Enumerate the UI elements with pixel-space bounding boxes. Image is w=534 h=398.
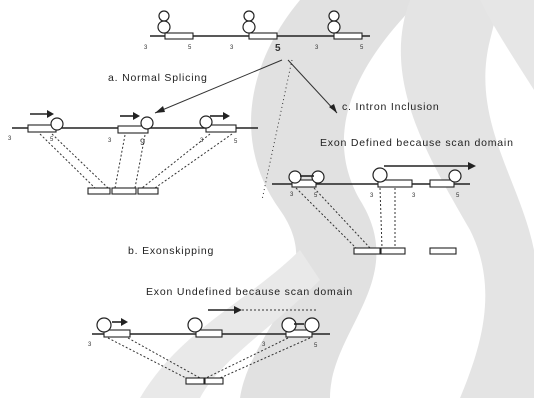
- splice-site-5: 5: [188, 45, 192, 51]
- label-exon-defined: Exon Defined because scan domain: [320, 137, 514, 149]
- splice-site-9: 9: [140, 137, 145, 147]
- label-normal-splicing: a. Normal Splicing: [108, 72, 208, 84]
- label-exon-skipping: b. Exonskipping: [128, 245, 214, 257]
- splice-site-3: 3: [412, 193, 416, 199]
- splice-site-3: 3: [108, 138, 112, 144]
- label-intron-inclusion: c. Intron Inclusion: [342, 101, 440, 113]
- splice-site-5: 5: [275, 43, 281, 54]
- splice-site-3: 3: [8, 136, 12, 142]
- splice-site-3: 3: [88, 342, 92, 348]
- splice-site-5: 5: [50, 137, 54, 143]
- splice-site-5: 5: [234, 139, 238, 145]
- normal-splicing-panel: 3 5 3 9 3 5: [8, 110, 258, 194]
- splice-site-3: 3: [230, 45, 234, 51]
- label-exon-undefined: Exon Undefined because scan domain: [146, 286, 353, 298]
- splice-site-3: 3: [144, 45, 148, 51]
- splice-site-3: 3: [370, 193, 374, 199]
- watermark: [140, 0, 534, 398]
